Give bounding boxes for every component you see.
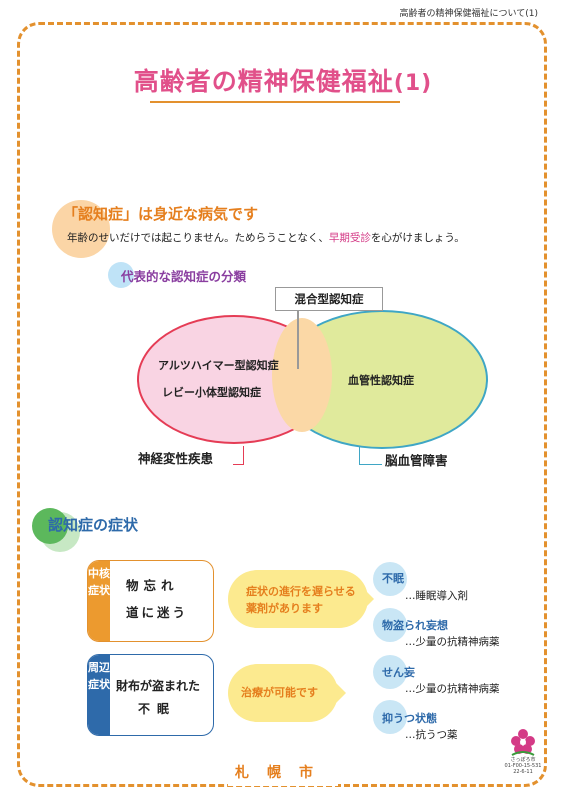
- city-name: 札幌市: [235, 765, 331, 781]
- decorative-circle: [52, 200, 110, 258]
- decorative-circle: [32, 508, 68, 544]
- venn-overlap: [272, 318, 332, 432]
- decorative-circle: [373, 608, 407, 642]
- drug-heading-insomnia: 不眠: [382, 572, 404, 585]
- core-side-label: 中核症状: [88, 567, 110, 597]
- peripheral-side-band: [88, 655, 110, 735]
- page-title-number: (1): [393, 71, 433, 96]
- logo-caption-2: 01-F00-15-531: [504, 763, 542, 769]
- header-note: 高齢者の精神保健福祉について(1): [399, 9, 538, 19]
- core-treatment-line1: 症状の進行を遅らせる: [246, 585, 356, 598]
- peripheral-symptoms-box: 周辺症状 財布が盗まれた 不眠: [87, 654, 214, 736]
- peripheral-side-label: 周辺症状: [88, 661, 110, 691]
- logo-caption-1: さっぽろ市: [510, 757, 536, 763]
- neuro-bracket: [233, 446, 244, 465]
- decorative-circle: [108, 262, 134, 288]
- core-symptoms-box: 中核症状 物忘れ 道に迷う: [87, 560, 214, 642]
- core-side-band: [88, 561, 110, 641]
- section1-body-post: を心がけましょう。: [370, 232, 465, 244]
- city-name-background: [228, 762, 338, 786]
- vascular-label: 血管性認知症: [348, 374, 414, 387]
- peripheral-symptom-2: 不眠: [138, 702, 177, 716]
- arrow-tip: [332, 679, 346, 707]
- section2-heading: 認知症の症状: [48, 516, 139, 534]
- cerebro-label: 脳血管障害: [385, 453, 448, 468]
- neuro-label: 神経変性疾患: [138, 451, 214, 466]
- drug-heading-theft-delusion: 物盗られ妄想: [382, 619, 448, 632]
- core-symptom-2: 道に迷う: [126, 605, 189, 620]
- cerebro-bracket: [359, 446, 382, 465]
- classification-heading: 代表的な認知症の分類: [121, 269, 247, 284]
- section1-body: 年齢のせいだけでは起こりません。ためらうことなく、早期受診を心がけましょう。: [67, 230, 465, 245]
- alzheimer-label: アルツハイマー型認知症: [158, 359, 279, 372]
- section1-body-pre: 年齢のせいだけでは起こりません。ためらうことなく、: [67, 232, 329, 244]
- drug-item-insomnia: …睡眠導入剤: [405, 590, 468, 602]
- section1-body-highlight: 早期受診: [328, 232, 371, 244]
- core-treatment-line2: 薬剤があります: [246, 602, 323, 615]
- peripheral-treatment-text: 治療が可能です: [241, 686, 318, 699]
- drug-item-delirium: …少量の抗精神病薬: [405, 683, 500, 695]
- decorative-circle: [373, 562, 407, 596]
- drug-heading-depression: 抑うつ状態: [382, 712, 437, 725]
- logo-caption-3: 22-6-11: [513, 769, 533, 775]
- page-title: 高齢者の精神保健福祉(1): [0, 62, 566, 98]
- peripheral-symptom-1: 財布が盗まれた: [116, 679, 201, 693]
- page-title-text: 高齢者の精神保健福祉: [133, 67, 394, 96]
- mixed-type-label: 混合型認知症: [275, 287, 383, 311]
- title-underline: [150, 101, 400, 103]
- section1-heading: 「認知症」は身近な病気です: [63, 205, 259, 223]
- drug-item-theft-delusion: …少量の抗精神病薬: [405, 636, 500, 648]
- drug-item-depression: …抗うつ薬: [405, 729, 458, 741]
- core-treatment-arrow: [228, 570, 368, 628]
- core-treatment-text: 症状の進行を遅らせる薬剤があります: [246, 583, 356, 617]
- core-symptom-1: 物忘れ: [126, 578, 179, 593]
- decorative-circle: [373, 700, 407, 734]
- callout-line: [297, 309, 299, 369]
- drug-heading-delirium: せん妄: [382, 666, 415, 679]
- logo-caption: さっぽろ市 01-F00-15-531 22-6-11: [503, 757, 543, 775]
- arrow-tip: [360, 585, 374, 613]
- peripheral-treatment-arrow: [228, 664, 338, 722]
- city-logo-icon: [511, 729, 535, 756]
- decorative-circle: [373, 655, 407, 689]
- lewy-label: レビー小体型認知症: [162, 386, 261, 399]
